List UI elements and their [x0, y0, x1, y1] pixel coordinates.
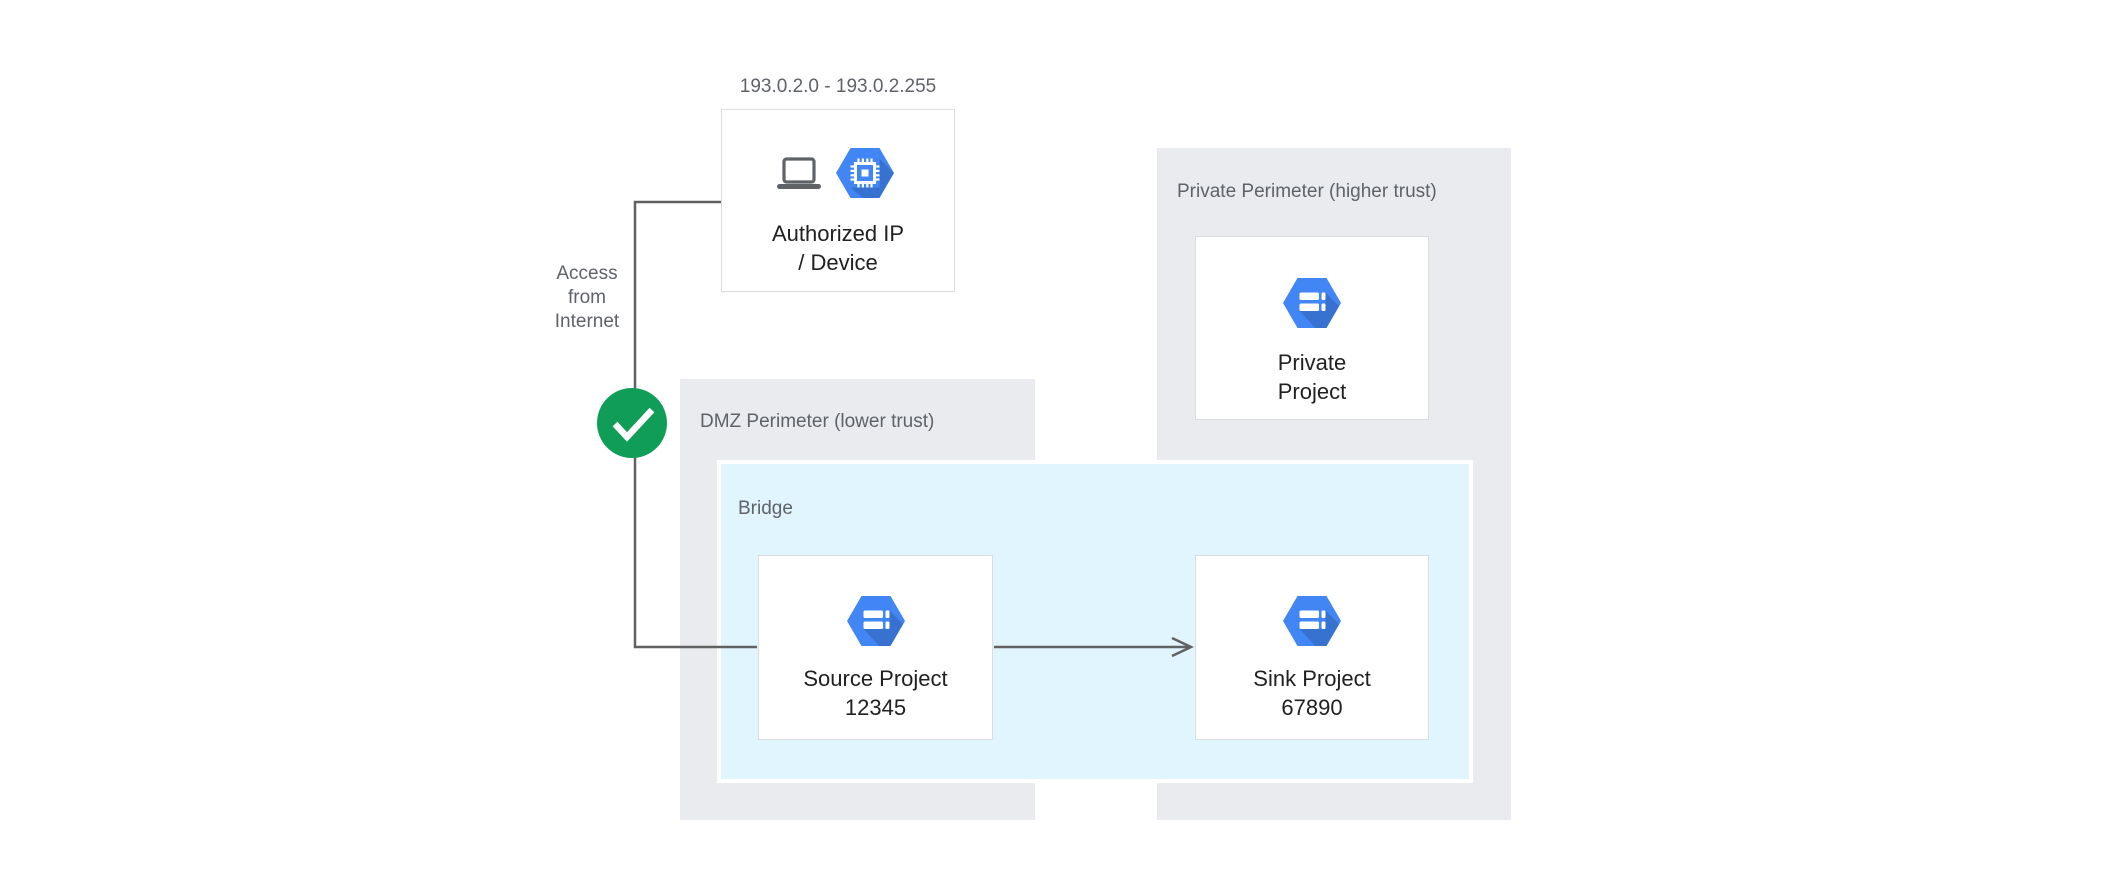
private-project-node-label: Private Project — [1195, 348, 1429, 406]
dmz-perimeter-label: DMZ Perimeter (lower trust) — [700, 411, 935, 432]
private-project-label-line1: Private — [1277, 350, 1347, 375]
access-from-internet-label: Access from Internet — [527, 262, 647, 334]
authorized-label-line2: / Device — [798, 250, 878, 275]
compute-engine-hexagon-icon — [836, 148, 894, 198]
sink-project-node — [1195, 555, 1429, 740]
source-project-node — [758, 555, 993, 740]
check-icon — [612, 407, 655, 442]
project-hexagon-icon — [1283, 278, 1341, 328]
authorized-ip-device-node — [721, 109, 955, 292]
private-project-label-line2: Project — [1277, 379, 1347, 404]
sink-label-line1: Sink Project — [1253, 666, 1371, 691]
source-label-line1: Source Project — [803, 666, 948, 691]
access-line-2: from — [568, 287, 606, 308]
project-hexagon-icon — [1283, 596, 1341, 646]
check-badge-circle — [597, 388, 667, 458]
source-node-label: Source Project 12345 — [758, 664, 993, 722]
ip-range-label: 193.0.2.0 - 193.0.2.255 — [739, 76, 937, 97]
authorized-label-line1: Authorized IP — [771, 221, 905, 246]
source-label-line2: 12345 — [844, 695, 907, 720]
bridge-label: Bridge — [738, 498, 793, 519]
access-line-1: Access — [556, 263, 618, 284]
project-hexagon-icon — [847, 596, 905, 646]
laptop-icon — [777, 157, 821, 189]
private-project-node — [1195, 236, 1429, 420]
sink-node-label: Sink Project 67890 — [1195, 664, 1429, 722]
private-perimeter-label: Private Perimeter (higher trust) — [1177, 181, 1437, 202]
access-line-3: Internet — [554, 311, 620, 332]
authorized-node-label: Authorized IP / Device — [721, 219, 955, 277]
sink-label-line2: 67890 — [1281, 695, 1343, 720]
